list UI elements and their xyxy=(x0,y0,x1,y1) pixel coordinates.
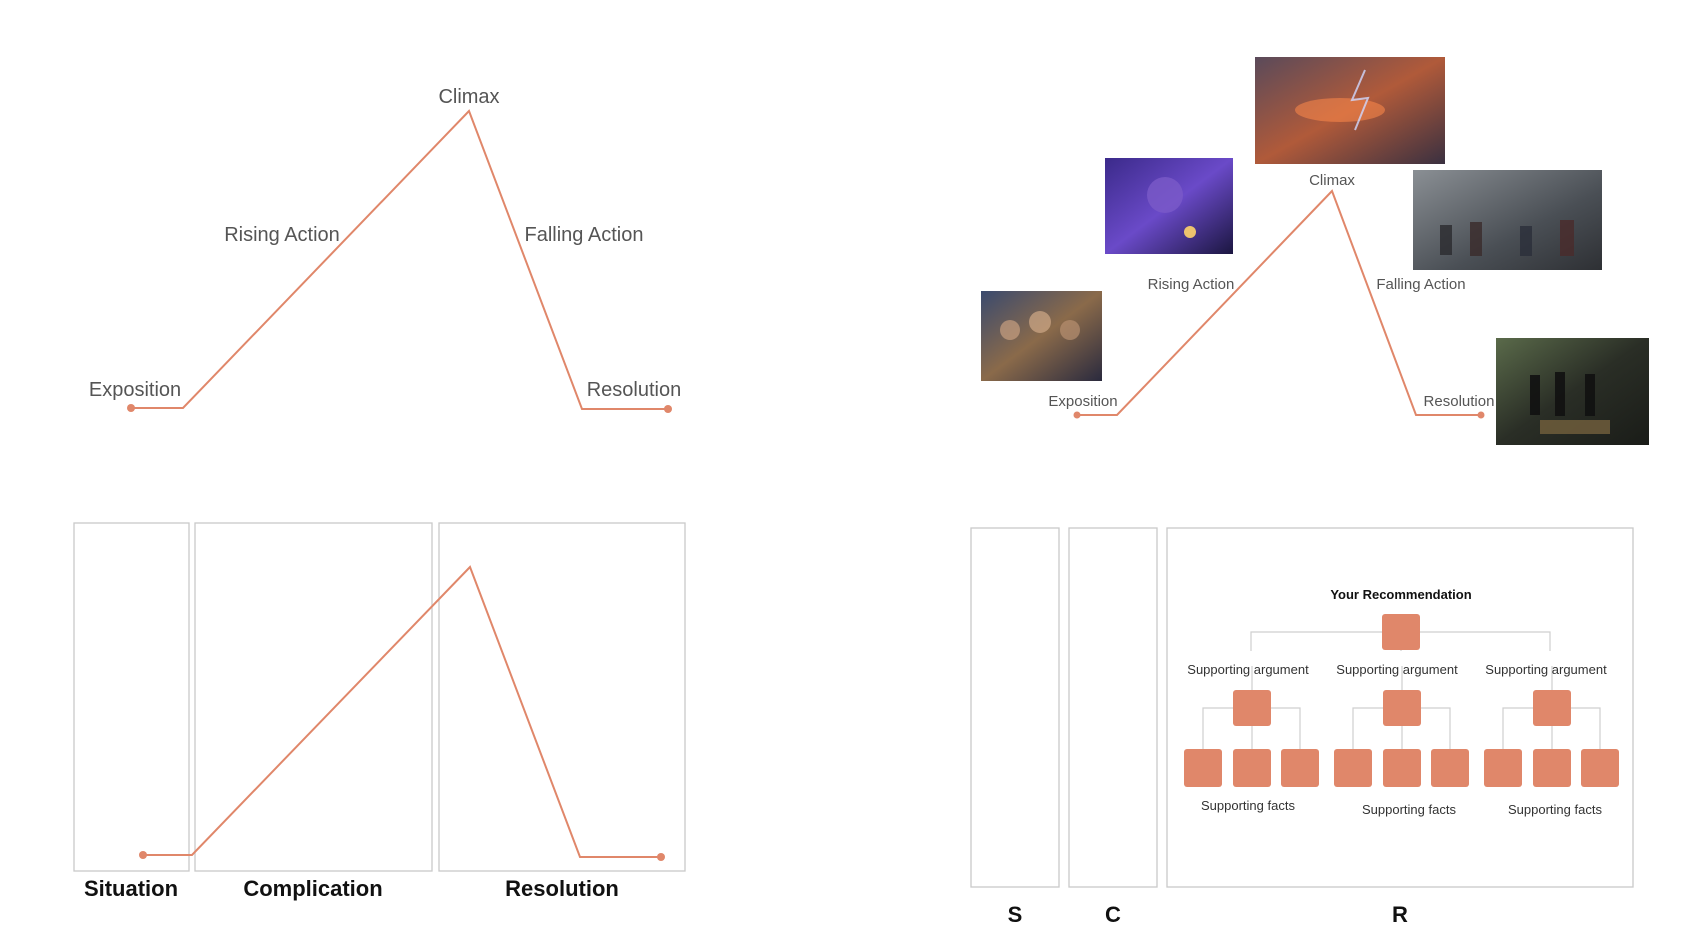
facts-label-2: Supporting facts xyxy=(1362,802,1456,817)
climax-label: Climax xyxy=(438,86,499,108)
resolution-label: Resolution xyxy=(587,379,682,401)
fact-node-1c xyxy=(1281,749,1319,787)
resolution-dot xyxy=(664,405,672,413)
rising-action-label: Rising Action xyxy=(224,224,340,246)
fact-node-3c xyxy=(1581,749,1619,787)
freytag-movie-diagram: Climax Rising Action Falling Action Expo… xyxy=(981,57,1649,445)
movie-exposition-label: Exposition xyxy=(1048,393,1117,410)
scr-arc-diagram: Situation Complication Resolution xyxy=(73,522,686,901)
complication-box xyxy=(194,522,433,872)
resolution-box xyxy=(438,522,686,872)
movie-climax-label: Climax xyxy=(1309,172,1355,189)
exposition-label: Exposition xyxy=(89,379,181,401)
fact-node-3a xyxy=(1484,749,1522,787)
movie-villain-image xyxy=(1105,158,1233,254)
scr-pyramid-diagram: S C R xyxy=(970,527,1634,927)
resolution-caption: Resolution xyxy=(505,876,619,901)
r-caption: R xyxy=(1392,902,1408,927)
c-box xyxy=(1068,527,1158,888)
s-caption: S xyxy=(1008,902,1023,927)
scr-start-dot xyxy=(139,851,147,859)
argument-label-1: Supporting argument xyxy=(1187,662,1309,677)
movie-aftermath-image xyxy=(1413,170,1602,270)
fact-node-1a xyxy=(1184,749,1222,787)
argument-node-1 xyxy=(1233,690,1271,726)
scr-arc-line xyxy=(143,565,661,858)
fact-node-2c xyxy=(1431,749,1469,787)
movie-resolution-label: Resolution xyxy=(1424,393,1495,410)
fact-node-2a xyxy=(1334,749,1372,787)
movie-resolution-dot xyxy=(1477,411,1485,419)
argument-node-2 xyxy=(1383,690,1421,726)
situation-box xyxy=(73,522,190,872)
movie-rising-action-label: Rising Action xyxy=(1148,276,1235,293)
complication-caption: Complication xyxy=(243,876,382,901)
movie-falling-action-label: Falling Action xyxy=(1376,276,1465,293)
argument-node-3 xyxy=(1533,690,1571,726)
situation-caption: Situation xyxy=(84,876,178,901)
movie-battle-image xyxy=(1255,57,1445,164)
recommendation-title: Your Recommendation xyxy=(1330,587,1471,602)
s-box xyxy=(970,527,1060,888)
movie-poster-team-image xyxy=(981,291,1102,381)
freytag-diagram: Climax Rising Action Falling Action Expo… xyxy=(89,86,681,413)
argument-label-2: Supporting argument xyxy=(1336,662,1458,677)
recommendation-node xyxy=(1382,614,1420,650)
scr-end-dot xyxy=(657,853,665,861)
argument-label-3: Supporting argument xyxy=(1485,662,1607,677)
fact-node-3b xyxy=(1533,749,1571,787)
c-caption: C xyxy=(1105,902,1121,927)
exposition-dot xyxy=(127,404,135,412)
fact-node-1b xyxy=(1233,749,1271,787)
falling-action-label: Falling Action xyxy=(525,224,644,246)
fact-node-2b xyxy=(1383,749,1421,787)
facts-label-1: Supporting facts xyxy=(1201,798,1295,813)
movie-arc-line xyxy=(1077,189,1481,416)
r-box xyxy=(1166,527,1634,888)
movie-exposition-dot xyxy=(1073,411,1081,419)
freytag-arc-line xyxy=(131,109,668,410)
facts-label-3: Supporting facts xyxy=(1508,802,1602,817)
movie-funeral-image xyxy=(1496,338,1649,445)
